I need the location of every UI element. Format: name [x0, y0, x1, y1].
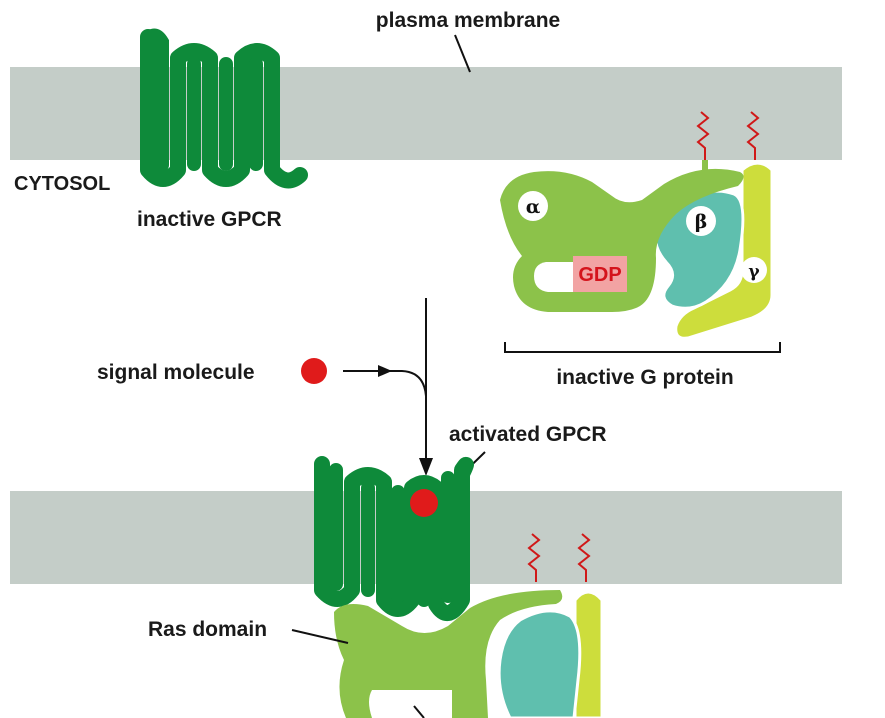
signal-molecule-label: signal molecule: [97, 361, 255, 384]
bound-signal-molecule: [410, 489, 438, 517]
plasma-membrane-leader: [454, 34, 471, 73]
plasma-membrane-label: plasma membrane: [376, 9, 560, 32]
docked-g-protein: [334, 533, 604, 718]
activated-gpcr-label: activated GPCR: [449, 423, 607, 446]
inactive-g-protein: GDP α β γ: [500, 111, 774, 340]
g-beta-subunit-bottom: [497, 609, 582, 718]
inactive-gpcr-label: inactive GPCR: [137, 208, 282, 231]
g-protein-bracket: [504, 342, 781, 353]
activated-gpcr: [314, 456, 474, 621]
inactive-g-protein-label: inactive G protein: [556, 366, 733, 389]
gdp-label: GDP: [578, 264, 621, 286]
alpha-symbol: α: [526, 196, 541, 218]
plasma-membrane-top: [10, 67, 842, 160]
inactive-gpcr: [140, 28, 308, 189]
signal-arrow: [343, 370, 427, 397]
lipid-anchor-gamma: [746, 111, 760, 160]
ras-domain-label: Ras domain: [148, 618, 267, 641]
cytosol-label: CYTOSOL: [14, 173, 110, 195]
g-alpha-subunit-bottom: [334, 590, 563, 718]
lipid-anchor-alpha: [696, 111, 710, 160]
signal-molecule-dot: [301, 358, 327, 384]
ras-domain-leader: [291, 629, 349, 644]
g-gamma-subunit: [674, 161, 774, 340]
beta-symbol: β: [695, 211, 708, 233]
gamma-symbol: γ: [748, 262, 760, 282]
gdp-box: [573, 256, 627, 292]
bottom-leader-partial: [413, 705, 425, 718]
g-gamma-subunit-bottom: [573, 590, 604, 718]
